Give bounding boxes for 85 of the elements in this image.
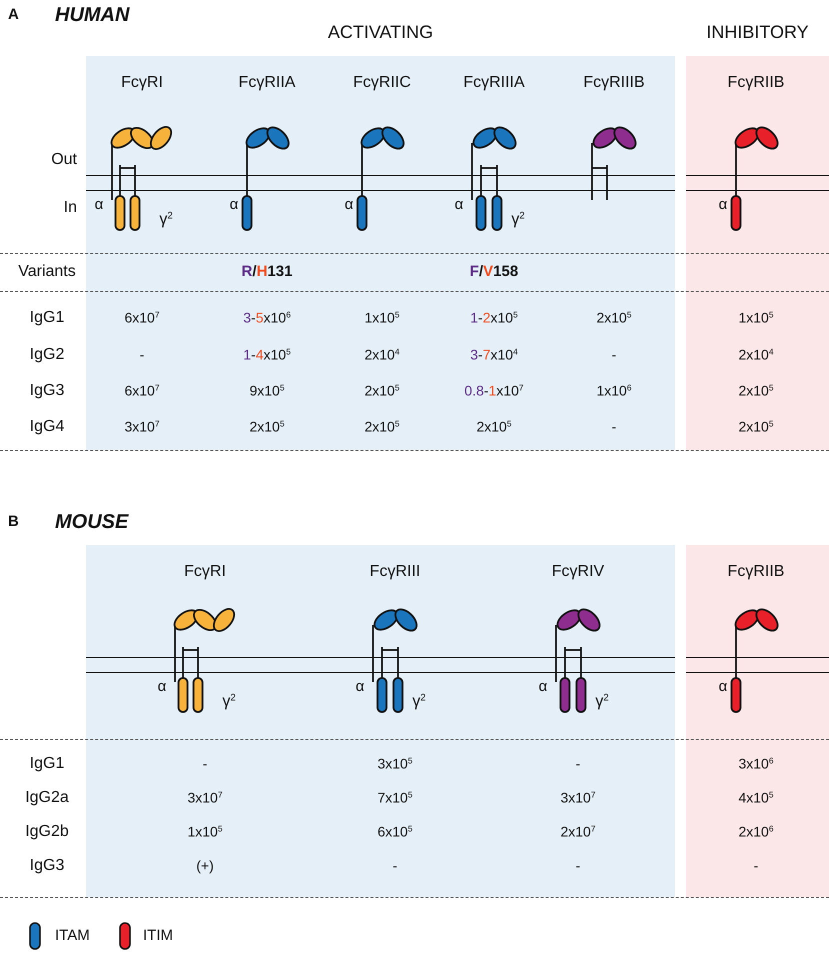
receptor-name: FcγRIIB	[728, 563, 784, 581]
affinity-value: 2x10$^{5}$	[596, 310, 632, 326]
affinity-value: -	[754, 858, 758, 874]
chain-label: γ$^{2}$	[159, 211, 173, 229]
row-label: IgG4	[30, 418, 64, 436]
affinity-value: 3-5x10$^{6}$	[243, 310, 291, 326]
receptor-name: FcγRIIIB	[583, 74, 645, 92]
affinity-value: 1x10$^{6}$	[596, 383, 632, 399]
row-label: IgG3	[30, 857, 64, 875]
row-label: Variants	[18, 263, 76, 281]
chain-label: α	[230, 196, 238, 214]
affinity-value: 1-4x10$^{5}$	[243, 347, 291, 363]
variant-label: R/H131	[242, 264, 292, 280]
affinity-value: -	[576, 756, 580, 772]
affinity-value: 2x10$^{6}$	[738, 824, 774, 840]
receptor-name: FcγRIIC	[353, 74, 411, 92]
affinity-value: 3x10$^{6}$	[738, 756, 774, 772]
affinity-value: 7x10$^{5}$	[377, 790, 413, 806]
affinity-value: 2x10$^{5}$	[738, 383, 774, 399]
affinity-value: 1x10$^{5}$	[364, 310, 400, 326]
affinity-value: 2x10$^{4}$	[738, 347, 774, 363]
affinity-value: -	[576, 858, 580, 874]
group-heading: ACTIVATING	[328, 23, 434, 43]
affinity-value: (+)	[196, 858, 214, 874]
affinity-value: 1x10$^{5}$	[187, 824, 223, 840]
affinity-value: 3x10$^{7}$	[560, 790, 596, 806]
chain-label: α	[344, 196, 354, 214]
chain-label: α	[538, 678, 548, 696]
affinity-value: 2x10$^{4}$	[364, 347, 400, 363]
chain-label: α	[718, 196, 728, 214]
chain-label: α	[158, 678, 166, 696]
affinity-value: 6x10$^{7}$	[124, 383, 160, 399]
row-label: IgG2a	[25, 789, 69, 807]
receptor-name: FcγRI	[121, 74, 163, 92]
species-title: MOUSE	[55, 511, 128, 533]
affinity-value: -	[202, 756, 208, 772]
chain-label: γ$^{2}$	[222, 693, 236, 711]
side-label: Out	[51, 151, 77, 169]
affinity-value: 9x10$^{5}$	[249, 383, 285, 399]
affinity-value: 3x10$^{5}$	[377, 756, 413, 772]
row-label: IgG2b	[25, 823, 69, 841]
receptor-name: FcγRIV	[552, 563, 604, 581]
row-label: IgG1	[30, 755, 64, 773]
affinity-value: 3x10$^{7}$	[124, 419, 160, 435]
row-label: IgG2	[30, 346, 64, 364]
chain-label: α	[94, 196, 104, 214]
affinity-value: 1x10$^{5}$	[738, 310, 774, 326]
row-label: IgG1	[30, 309, 64, 327]
affinity-value: -	[140, 347, 144, 363]
affinity-value: 2x10$^{5}$	[249, 419, 285, 435]
chain-label: α	[454, 196, 464, 214]
affinity-value: 4x10$^{5}$	[738, 790, 774, 806]
variant-label: F/V158	[470, 264, 518, 280]
receptor-name: FcγRIIA	[238, 74, 296, 92]
affinity-value: 0.8-1x10$^{7}$	[464, 383, 524, 399]
receptor-name: FcγRIIIA	[463, 74, 525, 92]
chain-label: γ$^{2}$	[511, 211, 525, 229]
panel-letter: B	[8, 514, 19, 530]
affinity-value: -	[612, 347, 616, 363]
affinity-value: 3x10$^{7}$	[187, 790, 223, 806]
affinity-value: 1-2x10$^{5}$	[470, 310, 518, 326]
chain-label: γ$^{2}$	[595, 693, 609, 711]
affinity-value: 2x10$^{5}$	[364, 383, 400, 399]
panel-letter: A	[8, 6, 19, 24]
legend-label: ITAM	[55, 928, 90, 944]
affinity-value: -	[392, 858, 398, 874]
receptor-name: FcγRIIB	[728, 74, 784, 92]
chain-label: α	[718, 678, 728, 696]
affinity-value: -	[612, 419, 616, 435]
species-title: HUMAN	[55, 4, 130, 26]
affinity-value: 6x10$^{5}$	[377, 824, 413, 840]
chain-label: γ$^{2}$	[412, 693, 426, 711]
affinity-value: 2x10$^{5}$	[476, 419, 512, 435]
affinity-value: 3-7x10$^{4}$	[470, 347, 518, 363]
affinity-value: 2x10$^{7}$	[560, 824, 596, 840]
affinity-value: 2x10$^{5}$	[738, 419, 774, 435]
row-label: IgG3	[30, 382, 64, 400]
receptor-name: FcγRI	[184, 563, 226, 581]
affinity-value: 6x10$^{7}$	[124, 310, 160, 326]
chain-label: α	[356, 678, 364, 696]
group-heading: INHIBITORY	[706, 23, 809, 43]
side-label: In	[64, 199, 77, 217]
receptor-name: FcγRIII	[370, 563, 420, 581]
legend-label: ITIM	[143, 928, 173, 944]
affinity-value: 2x10$^{5}$	[364, 419, 400, 435]
